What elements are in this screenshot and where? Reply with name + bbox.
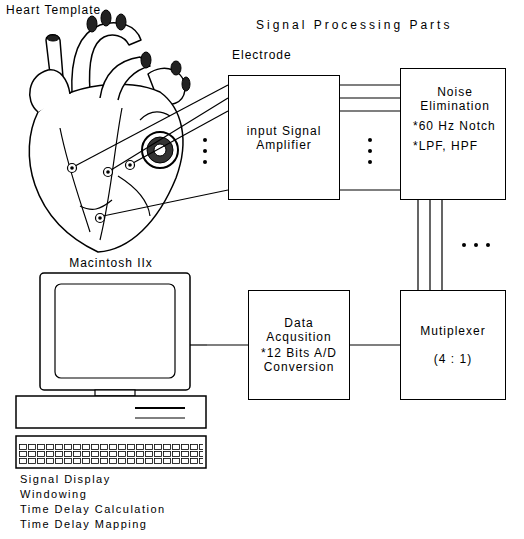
text-label: Time Delay Mapping bbox=[20, 517, 147, 531]
electrode-wire bbox=[103, 190, 228, 216]
electrode bbox=[128, 163, 132, 167]
ring-electrode bbox=[142, 132, 178, 168]
ellipsis-dot bbox=[474, 243, 478, 247]
text-label: Heart Template bbox=[6, 3, 101, 17]
box-text: (4 : 1) bbox=[409, 352, 497, 366]
monitor-screen bbox=[55, 284, 175, 378]
ellipsis-dot bbox=[368, 149, 372, 153]
heart-body bbox=[29, 84, 183, 252]
vessel-opening bbox=[47, 35, 59, 41]
drive-slot bbox=[135, 407, 185, 409]
electrode bbox=[68, 164, 77, 173]
vessel-opening bbox=[182, 77, 190, 91]
electrode bbox=[126, 161, 135, 170]
coronary-artery bbox=[60, 128, 90, 232]
box-text: *12 Bits A/D Conversion bbox=[257, 346, 341, 374]
vessel-opening bbox=[87, 16, 97, 32]
monitor bbox=[40, 273, 190, 390]
box-title: Macintosh IIx bbox=[66, 256, 156, 270]
right-atrium bbox=[30, 70, 70, 112]
ellipsis-dot bbox=[462, 243, 466, 247]
box-title: input Signal Amplifier bbox=[237, 124, 331, 152]
ellipsis-dot bbox=[203, 160, 207, 164]
electrode-wire bbox=[133, 111, 228, 163]
text-label: Windowing bbox=[20, 487, 87, 501]
electrode bbox=[104, 168, 113, 177]
monitor-stand bbox=[95, 390, 135, 396]
ellipsis-dot bbox=[203, 138, 207, 142]
box-text: *60 Hz Notch bbox=[413, 119, 497, 133]
process-box: Data Acqusition*12 Bits A/D Conversion bbox=[248, 290, 350, 400]
text-label: Electrode bbox=[232, 48, 292, 62]
keyboard-keys bbox=[19, 444, 203, 465]
process-box: input Signal Amplifier bbox=[228, 75, 340, 200]
computer-drawing bbox=[15, 256, 207, 470]
electrode bbox=[98, 216, 102, 220]
ellipsis-dot bbox=[203, 149, 207, 153]
box-title: Data Acqusition bbox=[257, 316, 341, 344]
box-title: Mutiplexer bbox=[409, 324, 497, 338]
process-box: Mutiplexer (4 : 1) bbox=[400, 290, 506, 400]
ellipsis-dot bbox=[368, 160, 372, 164]
keyboard bbox=[16, 436, 206, 468]
ellipsis-dot bbox=[486, 243, 490, 247]
text-label: Signal Display bbox=[20, 472, 111, 486]
ellipsis-dot bbox=[368, 138, 372, 142]
coronary-artery bbox=[80, 200, 112, 209]
vessel-opening bbox=[116, 14, 126, 30]
box-title: Noise Elimination bbox=[413, 85, 497, 113]
vessel-opening bbox=[171, 61, 181, 75]
box-text: *LPF, HPF bbox=[413, 139, 497, 153]
cable bbox=[190, 344, 207, 345]
process-box: Noise Elimination *60 Hz Notch *LPF, HPF bbox=[400, 68, 506, 200]
signal-line bbox=[340, 85, 400, 190]
ring-electrode bbox=[147, 137, 173, 163]
signal-line bbox=[418, 200, 442, 290]
signal-line bbox=[207, 344, 248, 345]
vessel-opening bbox=[141, 52, 151, 68]
text-label: Time Delay Calculation bbox=[20, 502, 166, 516]
electrode bbox=[106, 170, 110, 174]
electrode-wire bbox=[111, 98, 228, 170]
text-label: Signal Processing Parts bbox=[256, 18, 452, 32]
electrode bbox=[70, 166, 74, 170]
vessel-opening bbox=[101, 10, 111, 26]
signal-line bbox=[350, 344, 400, 345]
coronary-artery bbox=[140, 112, 170, 120]
computer: Macintosh IIx bbox=[15, 256, 207, 470]
system-unit bbox=[16, 396, 206, 428]
electrode bbox=[96, 214, 105, 223]
drive-slot bbox=[135, 418, 185, 419]
electrode-wire bbox=[75, 85, 228, 166]
